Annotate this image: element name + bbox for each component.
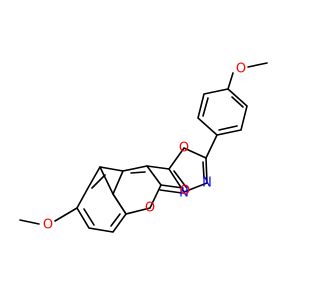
bond-phenyl-oxadiazole	[205, 134, 218, 159]
coumarin-benzene-inner-3	[110, 213, 121, 227]
atom-o-oxadiazole: O	[179, 141, 189, 156]
bond-oxadiazole-coumarin	[146, 165, 170, 170]
bond-ring-o-left	[54, 207, 78, 222]
atom-o-coumarin-ring: O	[145, 201, 155, 216]
atom-o-methoxy-top: O	[236, 62, 246, 77]
carbonyl-bond-1	[160, 184, 184, 189]
coumarin-benzene-inner-2	[83, 208, 95, 226]
atom-o-methoxy-left: O	[43, 218, 53, 233]
atom-o-carbonyl: O	[180, 184, 190, 199]
atom-labels: O O N N O O O	[43, 62, 246, 233]
pyranone-inner-double-bond	[130, 171, 146, 174]
molecule-canvas: O O N N O O O	[19, 61, 268, 233]
bond-methyl-top	[247, 62, 268, 68]
bond-o-ring-top	[227, 72, 234, 90]
carbonyl-bond-2	[159, 189, 183, 194]
atom-n-oxadiazole-2: N	[179, 186, 189, 201]
methoxyphenyl-inner-bond-3	[202, 97, 209, 117]
oxadiazole-ring	[168, 146, 208, 193]
methoxyphenyl-ring	[197, 88, 248, 136]
coumarin-benzene-inner-1	[91, 174, 106, 189]
chemical-structure-diagram: O O N N O O O	[19, 62, 268, 233]
oxadiazole-inner-c2-n	[173, 170, 187, 188]
coumarin-benzene-edge	[99, 166, 114, 195]
bonds	[19, 62, 268, 233]
methoxyphenyl-inner-bond-2	[218, 125, 238, 131]
methoxyphenyl-inner-bond-1	[231, 96, 244, 108]
bond-o-methyl-left	[19, 219, 40, 225]
oxadiazole-inner-c5-n	[202, 161, 205, 179]
atom-n-oxadiazole-1: N	[202, 176, 212, 191]
coumarin-benzene-ring	[76, 166, 127, 233]
